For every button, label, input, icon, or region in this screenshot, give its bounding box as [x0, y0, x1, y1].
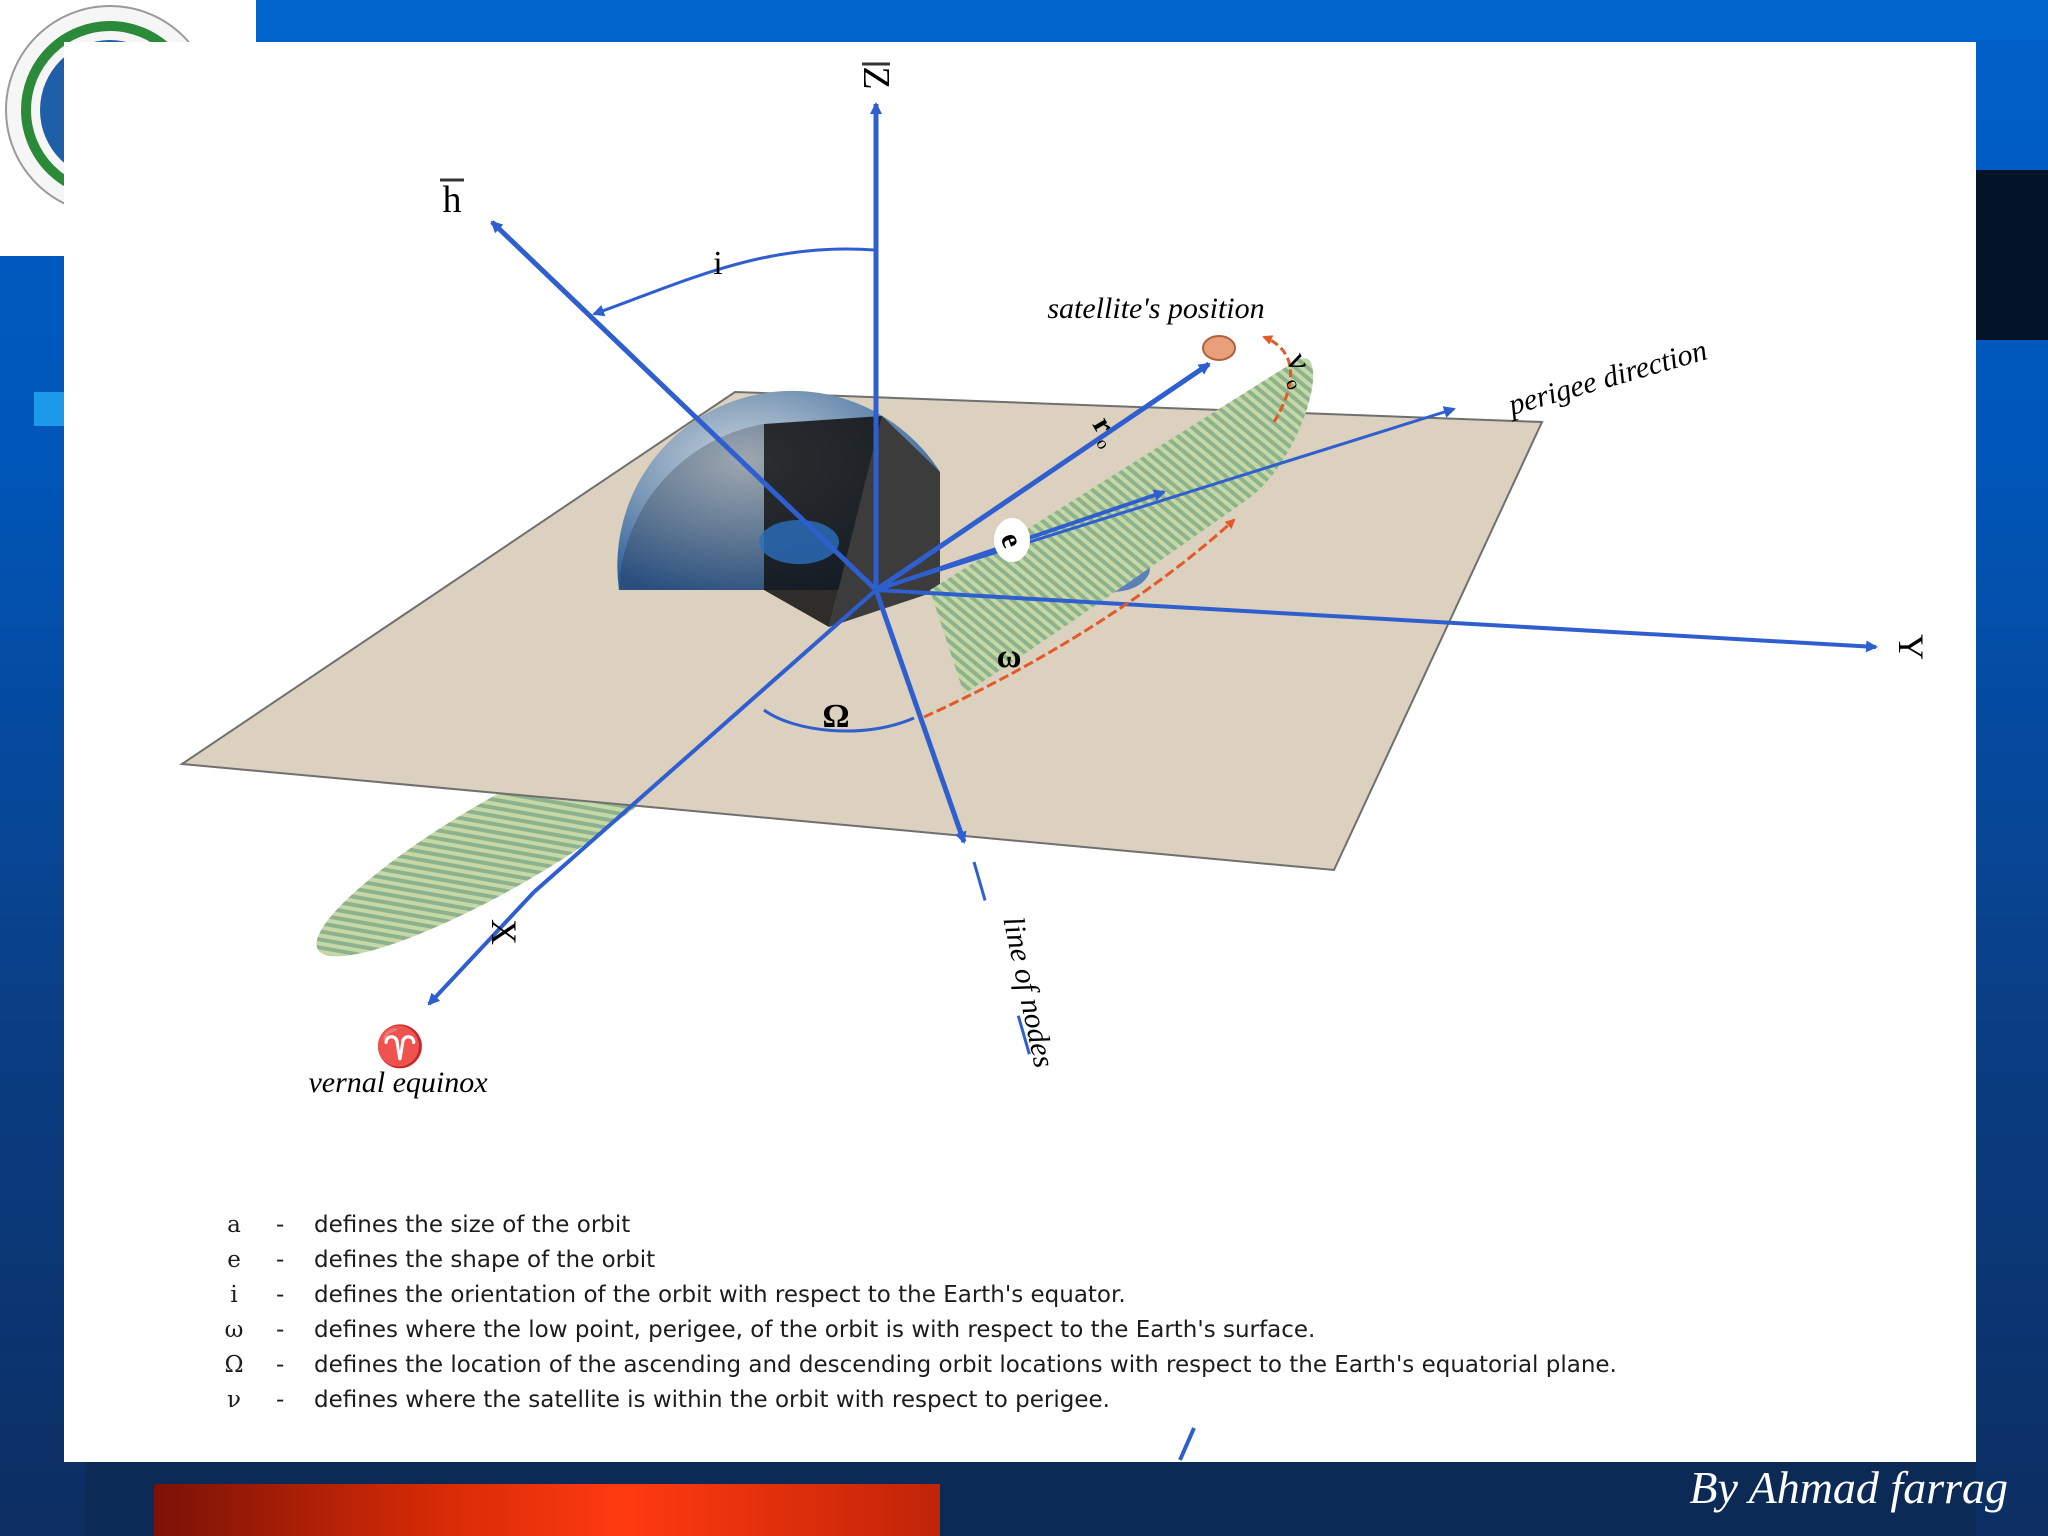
legend-row-raan: Ω - defines the location of the ascendin… [214, 1352, 1974, 1387]
legend-dash: - [276, 1212, 285, 1238]
legend-symbol: ω [224, 1317, 244, 1343]
accent-square [34, 392, 64, 426]
legend-row-omega: ω - defines where the low point, perigee… [214, 1317, 1974, 1352]
top-band [0, 0, 2048, 40]
orbital-elements-diagram: Z Y X h i Ω ω ν o r o e satellite's posi… [179, 62, 1931, 1461]
raan-label: Ω [822, 698, 849, 735]
legend-text: defines the location of the ascending an… [314, 1352, 1617, 1378]
satellite-position-label: satellite's position [1047, 292, 1264, 325]
inclination-label: i [713, 245, 722, 282]
legend-symbol: Ω [224, 1352, 244, 1378]
legend-dash: - [276, 1247, 285, 1273]
x-axis [532, 588, 878, 894]
legend-text: defines where the satellite is within th… [314, 1387, 1110, 1413]
legend-dash: - [276, 1352, 285, 1378]
legend-row-a: a - defines the size of the orbit [214, 1212, 1974, 1247]
legend-text: defines the shape of the orbit [314, 1247, 656, 1273]
y-axis [875, 588, 1878, 653]
author-credit: By Ahmad farrag [1689, 1462, 2008, 1513]
footer-accent-bar [154, 1484, 940, 1536]
h-vector-label: h [443, 179, 462, 221]
orbital-elements-legend: a - defines the size of the orbit e - de… [214, 1212, 1974, 1422]
legend-dash: - [276, 1282, 285, 1308]
h-vector [490, 220, 878, 592]
legend-text: defines where the low point, perigee, of… [314, 1317, 1316, 1343]
legend-dash: - [276, 1387, 285, 1413]
orbit-upper [930, 358, 1314, 694]
perigee-direction-label: perigee direction [1503, 334, 1711, 423]
line-of-nodes-label: line of nodes [996, 914, 1060, 1071]
satellite-icon [1202, 335, 1236, 361]
eccentricity-label-bg [994, 518, 1030, 562]
raan-arc [763, 708, 915, 733]
diagram-panel: Z Y X h i Ω ω ν o r o e satellite's posi… [64, 42, 1976, 1462]
arg-perigee-label: ω [997, 638, 1022, 675]
legend-symbol: ν [227, 1387, 241, 1413]
vernal-equinox-symbol: ♈ [375, 1023, 425, 1069]
legend-symbol: i [230, 1282, 238, 1308]
legend-row-e: e - defines the shape of the orbit [214, 1247, 1974, 1282]
arg-perigee-arc [923, 518, 1236, 719]
line-of-nodes-tail [1178, 1427, 1196, 1461]
true-anomaly-arc [1262, 335, 1293, 423]
legend-text: defines the orientation of the orbit wit… [314, 1282, 1126, 1308]
legend-row-i: i - defines the orientation of the orbit… [214, 1282, 1974, 1317]
dark-accent-block [1975, 170, 2048, 340]
x-axis-label: X [484, 919, 524, 945]
legend-symbol: a [227, 1212, 241, 1238]
legend-symbol: e [227, 1247, 241, 1273]
legend-row-nu: ν - defines where the satellite is withi… [214, 1387, 1974, 1422]
y-axis-label: Y [1891, 634, 1931, 660]
vernal-equinox-direction [427, 890, 536, 1006]
z-axis-label: Z [855, 66, 897, 89]
legend-text: defines the size of the orbit [314, 1212, 631, 1238]
inclination-arc [592, 247, 875, 317]
position-vector [874, 361, 1211, 593]
line-of-nodes-axis [873, 589, 967, 844]
legend-dash: - [276, 1317, 285, 1343]
vernal-equinox-label: vernal equinox [308, 1066, 488, 1099]
